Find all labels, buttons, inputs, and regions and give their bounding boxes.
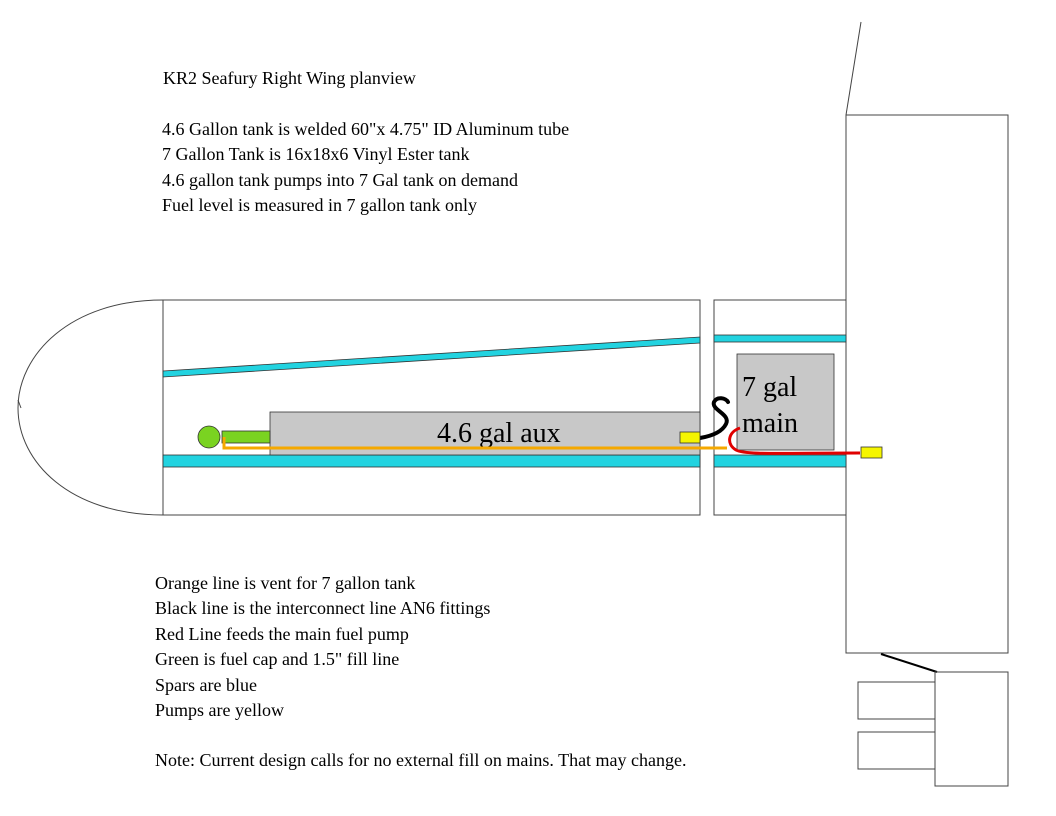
description-line-2: 7 Gallon Tank is 16x18x6 Vinyl Ester tan… [162,144,469,164]
wing-tip-notch [17,399,22,409]
main-tank-label-line-2: main [742,408,798,439]
design-note: Note: Current design calls for no extern… [155,750,687,770]
front-spar-inner [713,334,847,343]
main-tank [736,353,835,451]
vent-line [222,437,727,450]
legend-line-2: Black line is the interconnect line AN6 … [155,598,490,618]
elevator-upper [857,681,936,720]
rear-spar-inner [713,454,847,468]
description-line-4: Fuel level is measured in 7 gallon tank … [162,195,477,215]
aux-tank-label: 4.6 gal aux [437,418,561,449]
fuselage-outline [845,114,1009,654]
diagram-title: KR2 Seafury Right Wing planview [163,68,416,88]
legend-line-4: Green is fuel cap and 1.5" fill line [155,649,399,669]
legend-line-1: Orange line is vent for 7 gallon tank [155,573,415,593]
outer-wing-panel [162,299,701,516]
front-spar-outer [162,336,701,378]
legend-line-5: Spars are blue [155,675,257,695]
fuselage-tail-line [880,653,938,673]
fuel-cap [197,425,221,449]
rear-spar-outer [162,454,701,468]
feed-line [728,426,861,455]
description-line-1: 4.6 Gallon tank is welded 60"x 4.75" ID … [162,119,569,139]
fuselage-nose-line [845,21,862,116]
interconnect-line [698,396,730,440]
elevator-lower [857,731,936,770]
wing-tip-outline [17,299,164,516]
description-line-3: 4.6 gallon tank pumps into 7 Gal tank on… [162,170,518,190]
legend-line-6: Pumps are yellow [155,700,284,720]
aux-transfer-pump [679,431,701,444]
main-fuel-pump [860,446,883,459]
tail-block [934,671,1009,787]
fill-line [221,430,271,444]
legend-line-3: Red Line feeds the main fuel pump [155,624,409,644]
main-tank-label-line-1: 7 gal [742,372,797,403]
